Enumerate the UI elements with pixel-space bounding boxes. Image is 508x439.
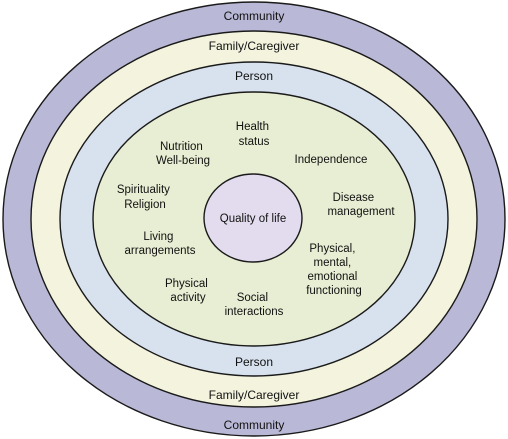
person-label-top: Person <box>235 69 273 83</box>
community-label-bottom: Community <box>224 418 285 432</box>
factor-independence: Independence <box>295 154 368 166</box>
factor-physical-mental-emotional-functioning: Physical, mental, emotional functioning <box>306 243 362 297</box>
quality-of-life-label: Quality of life <box>220 213 286 225</box>
family-caregiver-label-bottom: Family/Caregiver <box>209 388 300 402</box>
person-label-bottom: Person <box>235 355 273 369</box>
factor-spirituality-religion: Spirituality Religion <box>117 184 173 211</box>
factor-nutrition-well-being: Nutrition Well-being <box>156 141 210 167</box>
quality-of-life-circle <box>203 173 303 263</box>
factor-social-interactions: Social interactions <box>225 292 284 318</box>
factor-living-arrangements: Living arrangements <box>125 231 196 257</box>
factor-disease-management: Disease management <box>327 192 395 218</box>
family-caregiver-label-top: Family/Caregiver <box>209 39 300 53</box>
factor-health-status: Health status <box>236 121 272 148</box>
factor-physical-activity: Physical activity <box>165 278 211 304</box>
community-label-top: Community <box>224 9 285 23</box>
